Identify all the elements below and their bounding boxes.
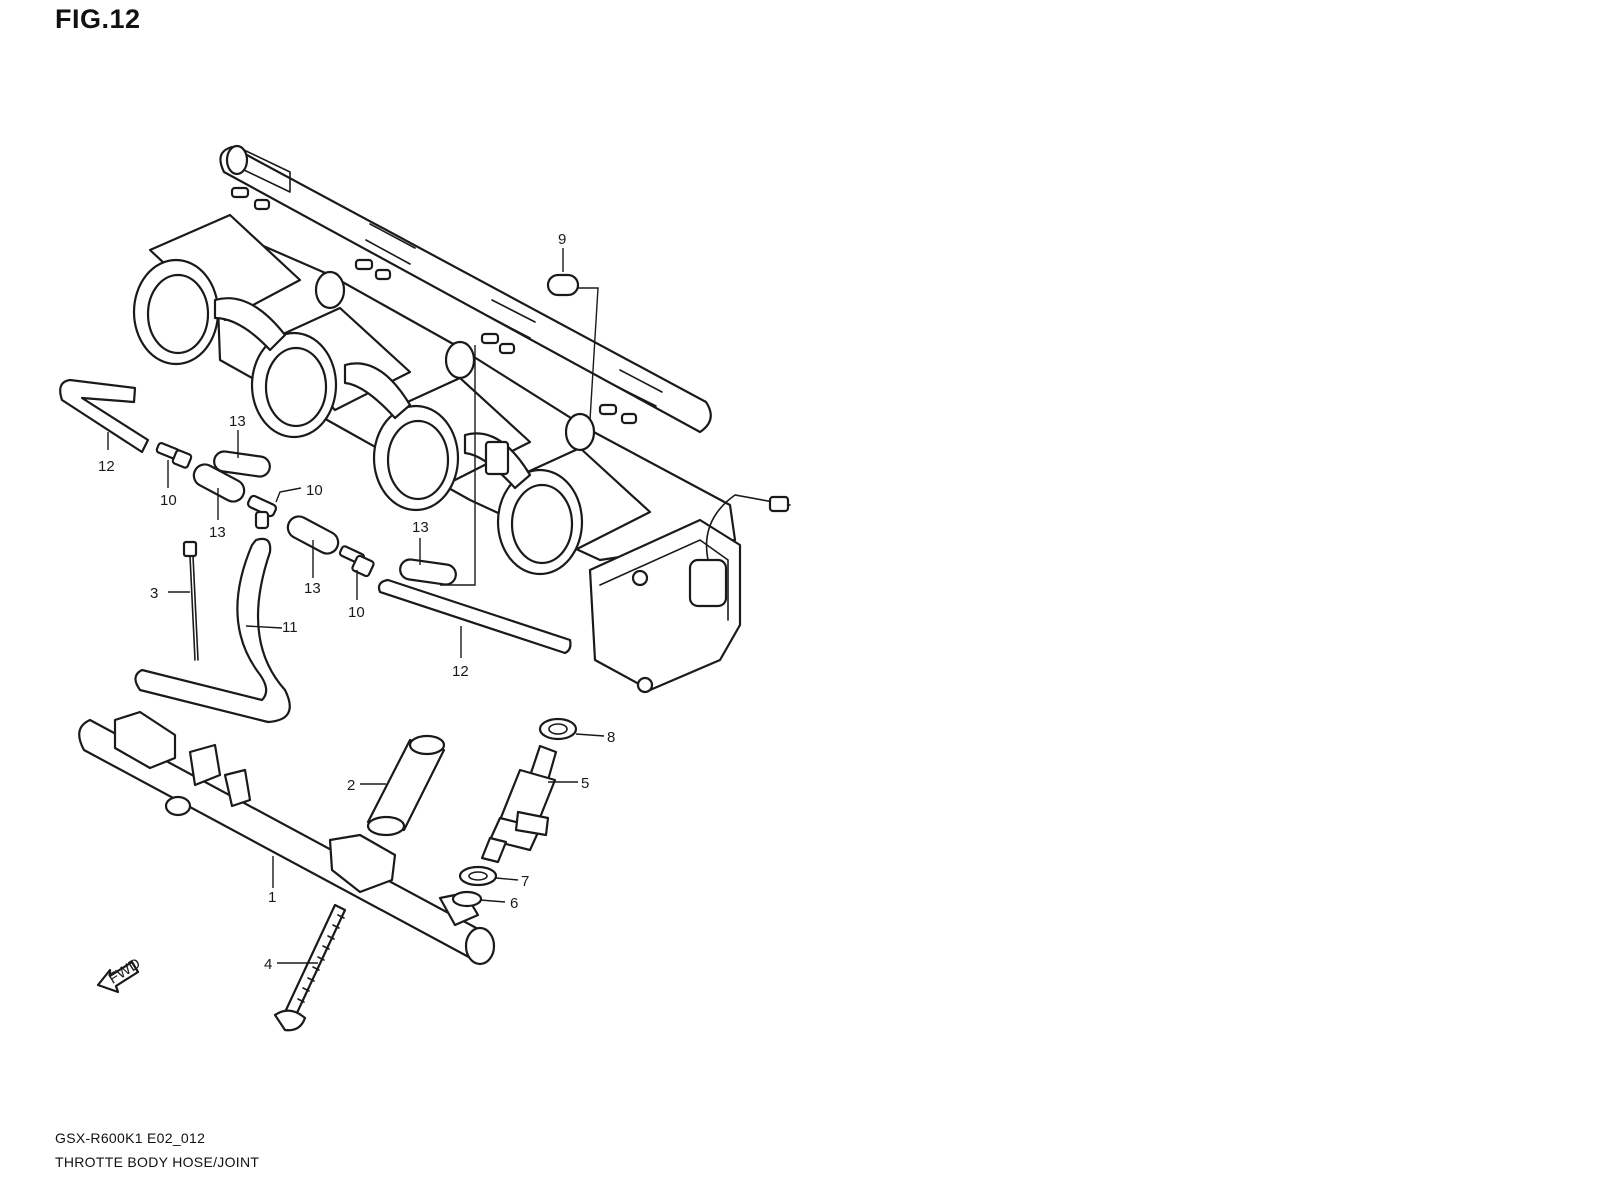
hose-13-c [286, 515, 340, 555]
cable-tie-3 [182, 540, 199, 661]
callout-10-middle: 10 [306, 482, 323, 499]
hose-12-upper [59, 378, 150, 454]
pipe-2 [366, 734, 446, 837]
washer-7 [458, 865, 498, 887]
callout-13-middle: 13 [304, 580, 321, 597]
callout-11: 11 [282, 619, 298, 636]
callout-6: 6 [510, 895, 518, 912]
callout-4: 4 [264, 956, 272, 973]
callout-13-right: 13 [412, 519, 429, 536]
callout-13-left: 13 [209, 524, 226, 541]
joint-10-upper [155, 442, 193, 469]
callout-10-upper: 10 [160, 492, 177, 509]
figure-footer: GSX-R600K1 E02_012 THROTTE BODY HOSE/JOI… [55, 1126, 259, 1174]
figure-title: FIG.12 [55, 4, 141, 34]
callout-12-lower: 12 [452, 663, 469, 680]
forward-arrow-label: FWD [106, 955, 144, 988]
callout-10-lower: 10 [348, 604, 365, 621]
model-code: GSX-R600K1 E02_012 [55, 1130, 206, 1146]
bolt-4 [273, 903, 347, 1032]
callout-labels: 12 10 13 13 10 13 10 13 3 11 12 9 8 5 2 … [98, 231, 615, 973]
joint-10-lower [338, 545, 375, 578]
cap-9 [546, 273, 580, 297]
forward-arrow: FWD [96, 955, 144, 994]
oring-6 [451, 890, 483, 908]
callout-7: 7 [521, 873, 529, 890]
hose-13-a [213, 450, 271, 478]
hose-12-lower [377, 578, 572, 655]
callout-3: 3 [150, 585, 158, 602]
callout-2: 2 [347, 777, 355, 794]
callout-8: 8 [607, 729, 615, 746]
t-joint-10-middle [246, 494, 278, 530]
seal-8 [538, 717, 578, 741]
callout-1: 1 [268, 889, 276, 906]
fuel-rail-1 [78, 710, 496, 966]
throttle-body-assembly [132, 144, 791, 694]
figure-caption: THROTTE BODY HOSE/JOINT [55, 1154, 260, 1170]
callout-13-top: 13 [229, 413, 246, 430]
injector-5 [480, 744, 558, 864]
hose-11 [134, 537, 291, 724]
callout-12-upper: 12 [98, 458, 115, 475]
leader-lines [107, 248, 605, 964]
hose-13-d [399, 558, 457, 586]
hose-13-b [192, 463, 246, 503]
callout-9: 9 [558, 231, 566, 248]
callout-5: 5 [581, 775, 589, 792]
